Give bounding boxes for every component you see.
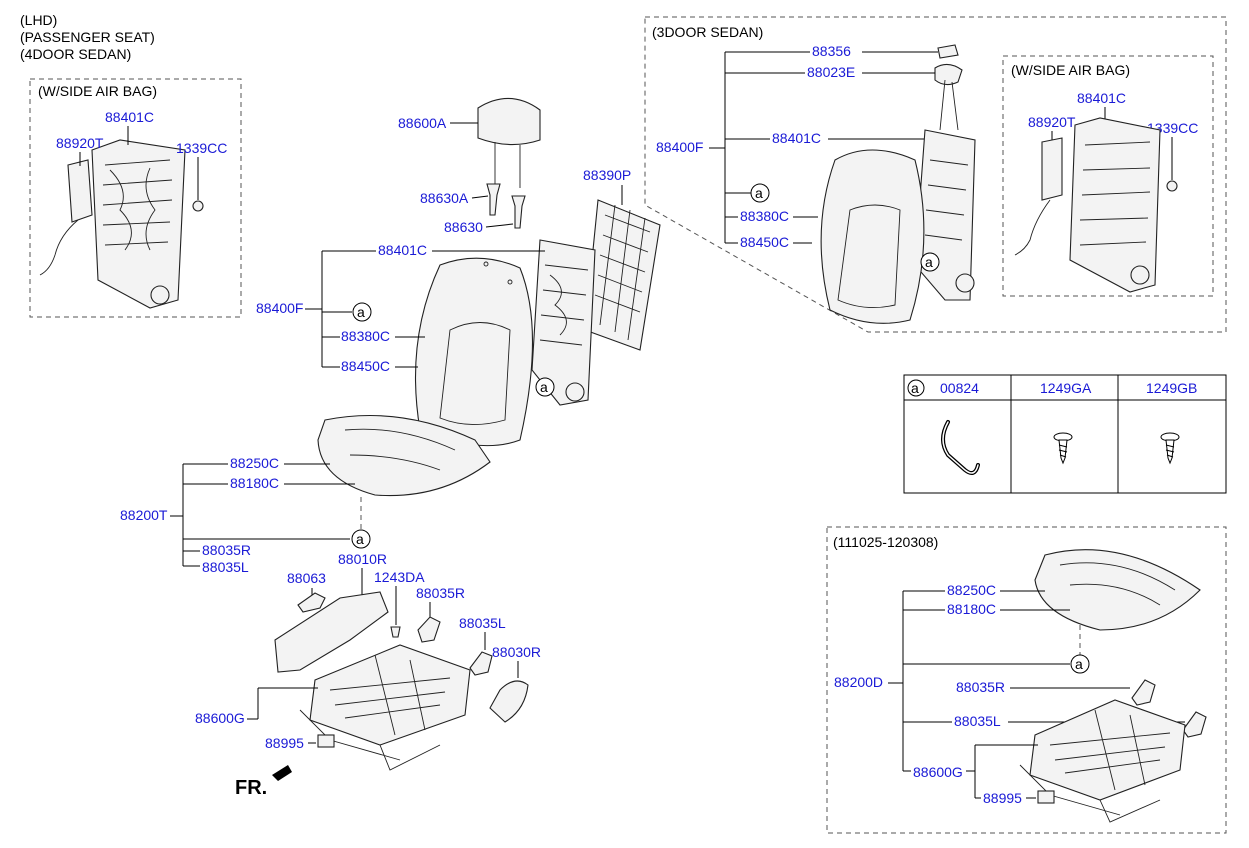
seat-track-frame-alt bbox=[1019, 699, 1186, 823]
label-88035R-alt: 88035R bbox=[956, 679, 1005, 695]
date-range-box bbox=[826, 526, 1227, 834]
part-88035L-alt bbox=[1182, 711, 1207, 738]
headrest bbox=[477, 97, 541, 188]
header-line-2: (PASSENGER SEAT) bbox=[20, 29, 155, 45]
callout-a-seat-text: a bbox=[356, 531, 364, 547]
label-88063: 88063 bbox=[287, 570, 326, 586]
module-88995 bbox=[317, 734, 335, 748]
label-88250C-main: 88250C bbox=[230, 455, 279, 471]
label-88401C-main: 88401C bbox=[378, 242, 427, 258]
label-88630: 88630 bbox=[444, 219, 483, 235]
part-88356 bbox=[937, 44, 959, 59]
screw-1249GA-icon bbox=[1053, 432, 1073, 465]
seat-cushion bbox=[317, 414, 491, 497]
seatback-assembly-3door bbox=[820, 79, 976, 324]
module-88995-alt bbox=[1037, 790, 1055, 804]
label-88600G-alt: 88600G bbox=[913, 764, 963, 780]
seat-track-frame bbox=[299, 644, 471, 771]
label-88035L-main: 88035L bbox=[202, 559, 249, 575]
label-88630A: 88630A bbox=[420, 190, 469, 206]
seatback-frame bbox=[531, 239, 596, 406]
legend-header-1249GB: 1249GB bbox=[1146, 380, 1197, 396]
side-airbag-right-title: (W/SIDE AIR BAG) bbox=[1011, 62, 1130, 78]
label-88920T-left: 88920T bbox=[56, 135, 104, 151]
cover-88030R bbox=[489, 680, 529, 723]
bolt-1243DA bbox=[390, 626, 401, 638]
label-88401C-left: 88401C bbox=[105, 109, 154, 125]
label-88380C-right: 88380C bbox=[740, 208, 789, 224]
seatback-cushion bbox=[414, 257, 534, 447]
seatback-frame-small-left bbox=[39, 139, 204, 309]
headrest-guides bbox=[486, 183, 526, 229]
three-door-box bbox=[644, 16, 1227, 333]
side-shield-88010R bbox=[274, 591, 389, 673]
label-1243DA: 1243DA bbox=[374, 569, 425, 585]
part-88035R-alt bbox=[1131, 679, 1156, 706]
callout-a-seat bbox=[351, 529, 371, 549]
callout-a-alt bbox=[1070, 654, 1090, 674]
label-88180C-main: 88180C bbox=[230, 475, 279, 491]
label-88390P: 88390P bbox=[583, 167, 631, 183]
part-88035R bbox=[417, 616, 441, 643]
callout-a-alt-text: a bbox=[1075, 656, 1083, 672]
part-88023E bbox=[934, 63, 963, 86]
label-88023E: 88023E bbox=[807, 64, 855, 80]
part-88063 bbox=[297, 592, 326, 613]
label-88035R-lower: 88035R bbox=[416, 585, 465, 601]
label-88450C-main: 88450C bbox=[341, 358, 390, 374]
legend-table: a 00824 1249GA 1249GB bbox=[903, 374, 1227, 494]
label-88400F-main: 88400F bbox=[256, 300, 303, 316]
part-88035L bbox=[469, 651, 493, 676]
label-88035L-lower: 88035L bbox=[459, 615, 506, 631]
label-88400F-right: 88400F bbox=[656, 139, 703, 155]
label-88600A: 88600A bbox=[398, 115, 447, 131]
legend-header-1249GA: 1249GA bbox=[1040, 380, 1092, 396]
label-88250C-alt: 88250C bbox=[947, 582, 996, 598]
header-line-1: (LHD) bbox=[20, 12, 57, 28]
callout-a-right-frame bbox=[920, 252, 940, 272]
label-88035L-alt: 88035L bbox=[954, 713, 1001, 729]
side-airbag-left-title: (W/SIDE AIR BAG) bbox=[38, 83, 157, 99]
three-door-title: (3DOOR SEDAN) bbox=[652, 24, 763, 40]
seatback-board bbox=[584, 199, 661, 351]
callout-a-back bbox=[535, 377, 555, 397]
callout-a-right bbox=[750, 183, 770, 203]
front-label: FR. bbox=[235, 777, 267, 799]
callout-a-main-text: a bbox=[357, 304, 365, 320]
label-88450C-right: 88450C bbox=[740, 234, 789, 250]
label-1339CC-left: 1339CC bbox=[176, 140, 227, 156]
legend-header-a: a bbox=[911, 380, 919, 396]
label-88030R: 88030R bbox=[492, 644, 541, 660]
label-88035R-main: 88035R bbox=[202, 542, 251, 558]
callout-a-main bbox=[352, 302, 372, 322]
front-arrow-icon bbox=[272, 765, 292, 781]
header-line-3: (4DOOR SEDAN) bbox=[20, 46, 131, 62]
label-88920T-right: 88920T bbox=[1028, 114, 1076, 130]
label-88356: 88356 bbox=[812, 43, 851, 59]
label-88010R: 88010R bbox=[338, 551, 387, 567]
callout-a-back-text: a bbox=[540, 379, 548, 395]
seat-cushion-alt bbox=[1034, 549, 1201, 631]
label-88995-alt: 88995 bbox=[983, 790, 1022, 806]
screw-1249GB-icon bbox=[1160, 432, 1180, 465]
callout-a-right-frame-text: a bbox=[925, 254, 933, 270]
label-88380C-main: 88380C bbox=[341, 328, 390, 344]
date-range-title: (111025-120308) bbox=[833, 534, 938, 550]
label-88200D: 88200D bbox=[834, 674, 883, 690]
label-88200T: 88200T bbox=[120, 507, 168, 523]
label-88180C-alt: 88180C bbox=[947, 601, 996, 617]
label-88995-main: 88995 bbox=[265, 735, 304, 751]
label-88401C-right: 88401C bbox=[772, 130, 821, 146]
callout-a-right-text: a bbox=[755, 185, 763, 201]
legend-header-00824: 00824 bbox=[940, 380, 979, 396]
side-airbag-box-left bbox=[29, 78, 242, 318]
seatback-frame-small-right bbox=[1014, 117, 1178, 293]
label-88600G-main: 88600G bbox=[195, 710, 245, 726]
label-88401C-airbag-right: 88401C bbox=[1077, 90, 1126, 106]
